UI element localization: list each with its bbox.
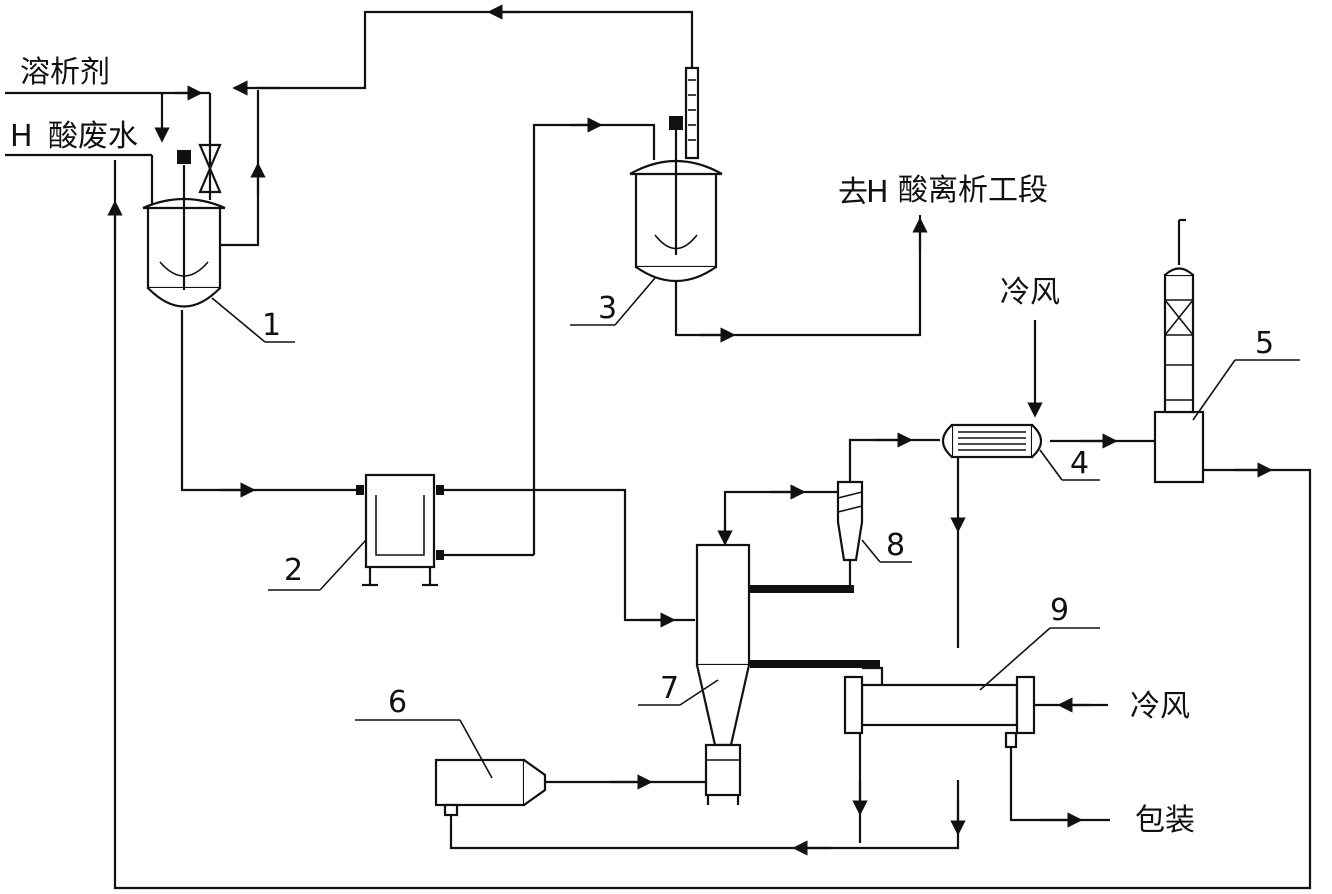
equipment-label-5: 5 bbox=[1255, 326, 1274, 361]
unit-6 bbox=[355, 719, 547, 817]
to-section-h: H bbox=[866, 175, 889, 210]
equipment-label-6: 6 bbox=[388, 685, 407, 720]
equipment-label-8: 8 bbox=[886, 528, 905, 563]
to-section-prefix: 去 bbox=[838, 175, 868, 210]
cooler-9 bbox=[843, 627, 1100, 843]
scrubber-tower-5 bbox=[1153, 218, 1300, 484]
equipment-label-1: 1 bbox=[262, 308, 281, 343]
cold-air-top-label: 冷风 bbox=[1000, 275, 1060, 310]
equipment-label-4: 4 bbox=[1070, 446, 1089, 481]
solvent-label: 溶析剂 bbox=[20, 55, 110, 90]
vessel-3 bbox=[570, 66, 723, 326]
filter-2 bbox=[268, 473, 444, 591]
acid-h-label: H bbox=[10, 119, 33, 154]
equipment-label-3: 3 bbox=[598, 291, 617, 326]
equipment-label-9: 9 bbox=[1050, 593, 1069, 628]
feed-lines bbox=[5, 85, 212, 205]
spray-dryer-7 bbox=[638, 543, 880, 805]
cyclone-8 bbox=[836, 480, 912, 590]
packaging-label: 包装 bbox=[1135, 803, 1195, 838]
acid-waste-label: 酸废水 bbox=[48, 119, 138, 154]
equipment-label-2: 2 bbox=[284, 553, 303, 588]
heat-exchanger-4 bbox=[941, 423, 1100, 481]
to-section-label: 酸离析工段 bbox=[898, 173, 1048, 208]
cold-air-right-label: 冷风 bbox=[1130, 689, 1190, 724]
valve-icon bbox=[198, 143, 222, 194]
equipment-label-7: 7 bbox=[660, 671, 679, 706]
vessel-1 bbox=[142, 150, 295, 343]
